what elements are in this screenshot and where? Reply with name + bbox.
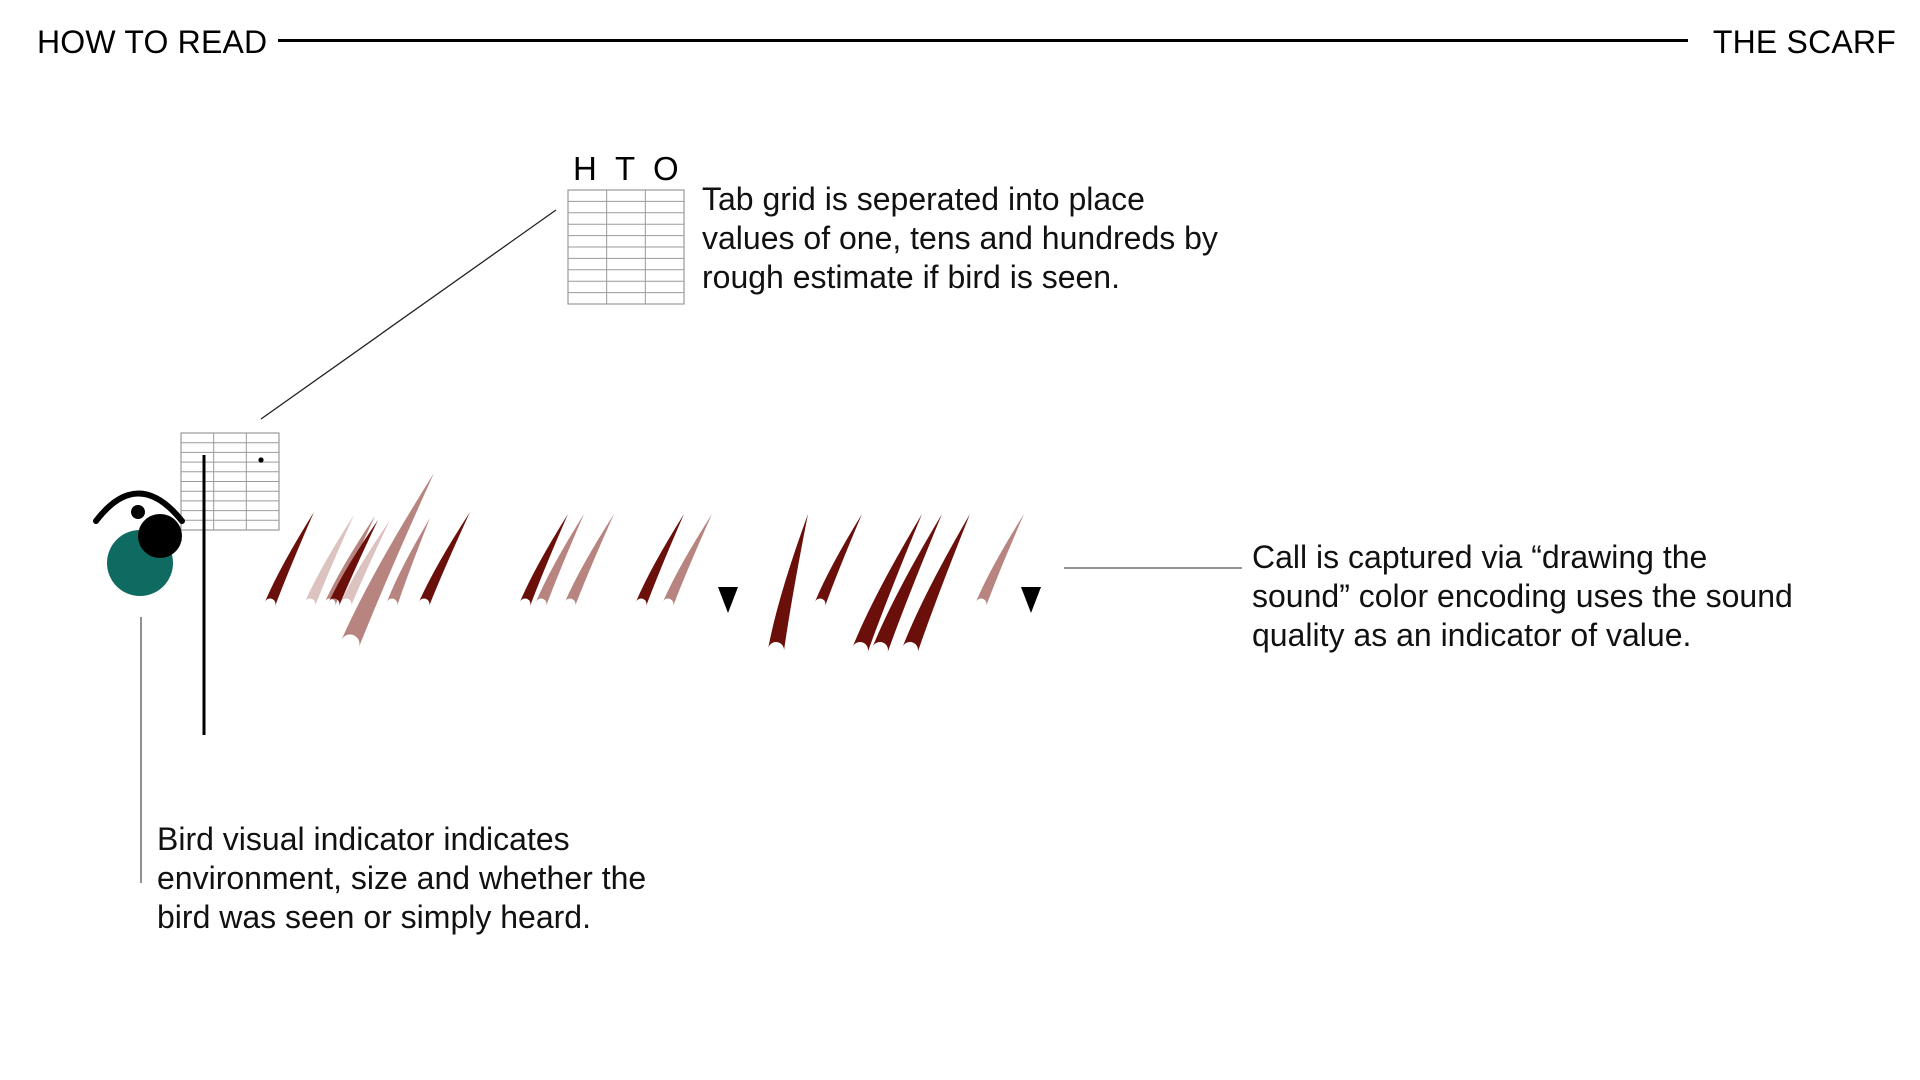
call-stroke xyxy=(329,520,378,607)
call-stroke xyxy=(902,514,970,654)
annotation-bird: Bird visual indicator indicates environm… xyxy=(157,820,646,937)
call-stroke xyxy=(265,512,314,607)
call-stroke xyxy=(565,514,614,607)
annotation-line: Call is captured via “drawing the xyxy=(1252,539,1708,575)
leader-line-tab-grid xyxy=(260,209,557,420)
call-stroke xyxy=(636,514,684,607)
annotation-line: bird was seen or simply heard. xyxy=(157,899,591,935)
call-stroke xyxy=(386,518,430,607)
eye-arc xyxy=(93,490,185,524)
call-stroke xyxy=(305,515,354,607)
call-stroke xyxy=(663,514,712,607)
call-stroke xyxy=(419,512,470,607)
annotation-line: Bird visual indicator indicates xyxy=(157,821,570,857)
tab-grid-legend xyxy=(567,189,685,305)
call-stroke xyxy=(520,514,568,607)
header-right-title: THE SCARF xyxy=(1712,24,1896,60)
call-stroke xyxy=(536,514,584,607)
annotation-line: rough estimate if bird is seen. xyxy=(702,259,1120,295)
annotation-tab-grid: Tab grid is seperated into place values … xyxy=(702,180,1218,297)
annotation-line: Tab grid is seperated into place xyxy=(702,181,1145,217)
call-stroke xyxy=(976,514,1024,607)
call-stroke xyxy=(341,473,434,649)
header-rule xyxy=(278,39,1688,42)
call-stroke xyxy=(341,520,390,607)
column-label-tens: T xyxy=(615,150,636,187)
tab-grid-mark xyxy=(258,457,264,463)
annotation-call: Call is captured via “drawing the sound”… xyxy=(1252,538,1793,655)
call-stroke xyxy=(325,516,375,607)
call-strokes xyxy=(265,473,1024,654)
down-triangle-icon xyxy=(718,587,738,613)
tab-grid-small xyxy=(180,432,280,531)
column-label-ones: O xyxy=(653,150,679,187)
annotation-line: sound” color encoding uses the sound xyxy=(1252,578,1793,614)
call-stroke xyxy=(872,514,942,654)
eye-bird-icon xyxy=(93,490,185,596)
call-stroke xyxy=(815,514,862,607)
eye-pupil xyxy=(131,505,145,519)
header-left-title: HOW TO READ xyxy=(37,24,268,60)
column-label-hundreds: H xyxy=(573,150,597,187)
bird-head xyxy=(138,514,182,558)
annotation-line: quality as an indicator of value. xyxy=(1252,617,1692,653)
annotation-line: values of one, tens and hundreds by xyxy=(702,220,1218,256)
call-stroke xyxy=(852,514,922,654)
down-triangle-icon xyxy=(1021,587,1041,613)
call-stroke xyxy=(768,514,808,652)
annotation-line: environment, size and whether the xyxy=(157,860,647,896)
